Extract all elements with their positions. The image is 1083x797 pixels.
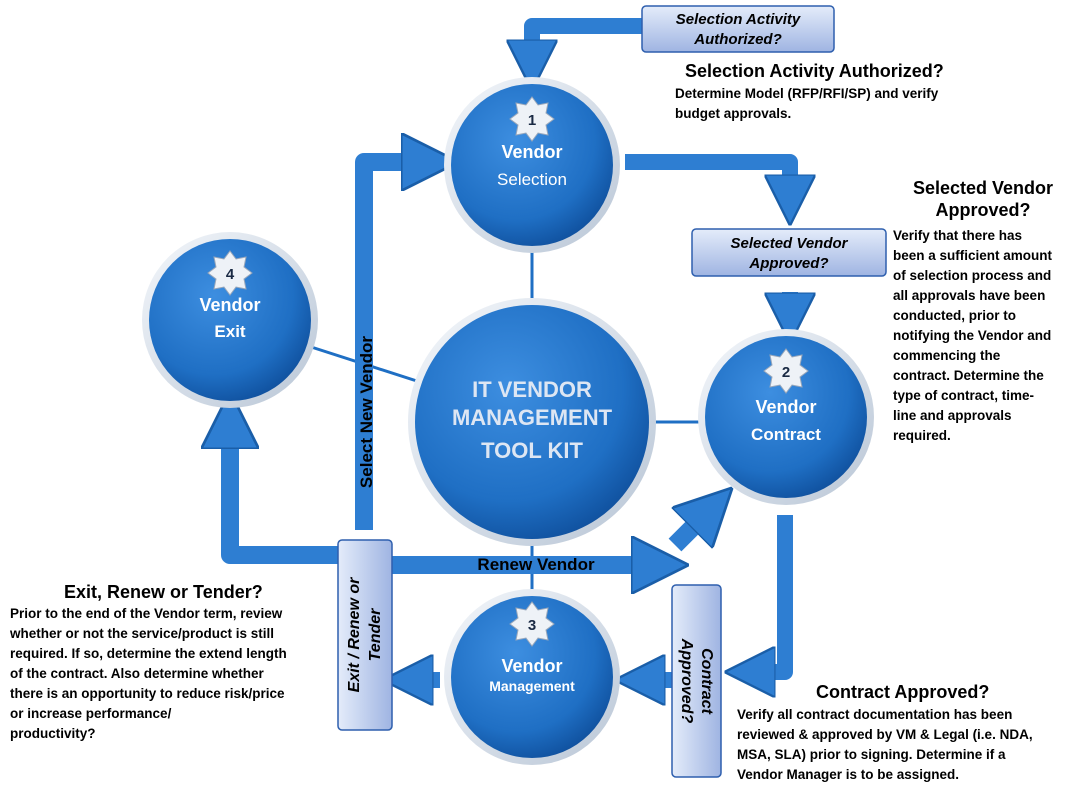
gate-label-line: Exit / Renew or [346, 577, 363, 692]
note-contract-heading: Contract Approved? [816, 682, 990, 702]
select-new-vendor-label: Select New Vendor [357, 336, 376, 488]
node-subtitle: Selection [497, 170, 567, 189]
note-line: reviewed & approved by VM & Legal (i.e. … [737, 727, 1033, 742]
gate-contract-approved: Contract Approved? [671, 584, 722, 778]
arrow-authorized-to-selection [532, 18, 642, 65]
note-line: required. [893, 428, 951, 443]
note-heading-line: Selected Vendor [912, 178, 1054, 198]
node-subtitle: Contract [751, 425, 821, 444]
note-line: of the contract. Also determine whether [10, 666, 264, 681]
note-line: of selection process and [893, 268, 1052, 283]
node-vendor-selection: 1 Vendor Selection [444, 77, 620, 253]
node-vendor-exit: 4 Vendor Exit [142, 232, 318, 408]
note-contract-body: Verify all contract documentation has be… [737, 705, 1033, 785]
number-badge-icon [509, 96, 555, 142]
note-vendor-approved-body: Verify that there has been a sufficient … [893, 226, 1052, 446]
arrow-selection-to-approval [625, 154, 790, 200]
note-line: line and approvals [893, 408, 1012, 423]
gate-label-line: Approved? [678, 638, 695, 724]
node-number: 1 [528, 112, 536, 129]
flow-arrows [230, 18, 793, 680]
note-line: whether or not the service/product is st… [10, 626, 275, 641]
note-heading-line: Approved? [935, 200, 1031, 220]
gate-label-line: Approved? [748, 255, 828, 272]
number-badge-icon [207, 250, 253, 296]
note-line: required. If so, determine the extend le… [10, 646, 287, 661]
arrow-contract-to-approved [750, 515, 793, 672]
note-line: productivity? [10, 726, 96, 741]
center-title-line: MANAGEMENT [452, 405, 613, 430]
note-line: Determine Model (RFP/RFI/SP) and verify [675, 86, 939, 101]
node-title: Vendor [501, 142, 562, 162]
node-number: 4 [226, 266, 235, 283]
number-badge-icon [509, 601, 555, 647]
node-title: Vendor [755, 397, 816, 417]
arrow-renew-to-contract [668, 508, 712, 552]
note-line: been a sufficient amount [893, 248, 1053, 263]
gate-label-line: Contract [698, 648, 715, 714]
note-selection-body: Determine Model (RFP/RFI/SP) and verify … [675, 84, 938, 124]
node-number: 2 [782, 364, 790, 381]
gate-label-line: Tender [367, 608, 384, 662]
note-vendor-approved-heading: Selected Vendor Approved? [893, 177, 1073, 221]
arrow-select-new-vendor [355, 162, 430, 530]
note-line: notifying the Vendor and [893, 328, 1052, 343]
node-number: 3 [528, 617, 536, 634]
note-line: there is an opportunity to reduce risk/p… [10, 686, 285, 701]
center-title-line: TOOL KIT [481, 438, 583, 463]
note-line: budget approvals. [675, 106, 792, 121]
center-title-line: IT VENDOR [472, 377, 592, 402]
note-line: type of contract, time- [893, 388, 1035, 403]
note-line: or increase performance/ [10, 706, 172, 721]
note-line: Verify all contract documentation has be… [737, 707, 1013, 722]
gate-label-line: Selection Activity [676, 11, 801, 28]
note-line: Prior to the end of the Vendor term, rev… [10, 606, 283, 621]
note-exit-heading: Exit, Renew or Tender? [64, 582, 263, 602]
node-vendor-management: 3 Vendor Management [444, 589, 620, 765]
note-exit-body: Prior to the end of the Vendor term, rev… [10, 604, 287, 744]
gate-selection-authorized: Selection Activity Authorized? [641, 5, 835, 53]
node-vendor-contract: 2 Vendor Contract [698, 329, 874, 505]
number-badge-icon [763, 348, 809, 394]
gate-exit-renew-tender: Exit / Renew or Tender [337, 539, 393, 731]
note-line: Verify that there has [893, 228, 1023, 243]
renew-vendor-label: Renew Vendor [477, 555, 595, 574]
node-title: Vendor [199, 295, 260, 315]
note-line: all approvals have been [893, 288, 1046, 303]
center-hub: IT VENDOR MANAGEMENT TOOL KIT [408, 298, 656, 546]
note-line: commencing the [893, 348, 1001, 363]
note-line: contract. Determine the [893, 368, 1044, 383]
note-line: Vendor Manager is to be assigned. [737, 767, 960, 782]
gate-vendor-approved: Selected Vendor Approved? [691, 228, 887, 277]
gate-label-line: Authorized? [693, 31, 782, 48]
node-title: Vendor [501, 656, 562, 676]
note-line: MSA, SLA) prior to signing. Determine if… [737, 747, 1006, 762]
node-subtitle: Exit [214, 322, 246, 341]
note-line: conducted, prior to [893, 308, 1016, 323]
note-selection-heading: Selection Activity Authorized? [685, 61, 944, 81]
node-subtitle: Management [489, 678, 575, 694]
arrow-gate-to-exit [230, 420, 338, 564]
gate-label-line: Selected Vendor [731, 235, 849, 252]
